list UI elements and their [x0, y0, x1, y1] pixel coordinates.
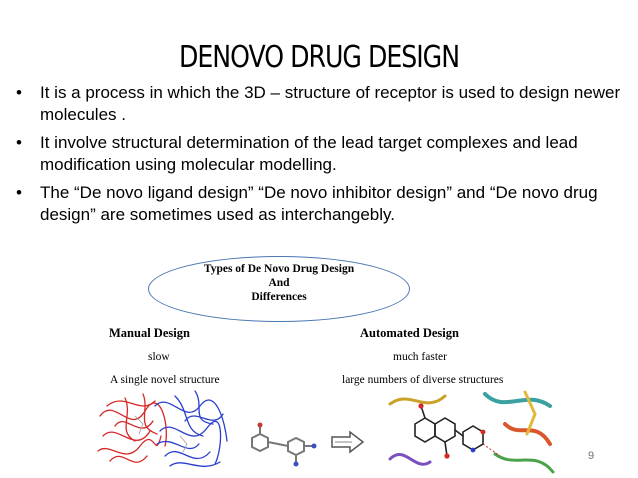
- oval-label: Types of De Novo Drug Design And Differe…: [148, 262, 410, 304]
- protein-structure-image: [97, 390, 228, 467]
- manual-design-heading: Manual Design: [109, 326, 190, 340]
- ligand-molecule-image: [251, 422, 317, 467]
- manual-output: A single novel structure: [110, 374, 220, 386]
- oval-line: Types of De Novo Drug Design: [203, 263, 355, 275]
- automated-output: large numbers of diverse structures: [342, 374, 504, 386]
- manual-speed: slow: [148, 351, 170, 363]
- slide-title: DENOVO DRUG DESIGN: [178, 40, 460, 75]
- right-arrow-icon: [331, 430, 365, 454]
- bullet-list: It is a process in which the 3D – struct…: [12, 82, 630, 232]
- automated-design-heading: Automated Design: [360, 326, 459, 340]
- automated-docking-image: [388, 390, 555, 474]
- page-number: 9: [588, 450, 595, 462]
- bullet-item: The “De novo ligand design” “De novo inh…: [12, 182, 630, 225]
- oval-line: Differences: [251, 291, 307, 303]
- bullet-item: It involve structural determination of t…: [12, 132, 630, 175]
- types-oval: [148, 256, 410, 322]
- oval-line: And: [268, 277, 290, 289]
- automated-speed: much faster: [393, 351, 447, 363]
- bullet-item: It is a process in which the 3D – struct…: [12, 82, 630, 125]
